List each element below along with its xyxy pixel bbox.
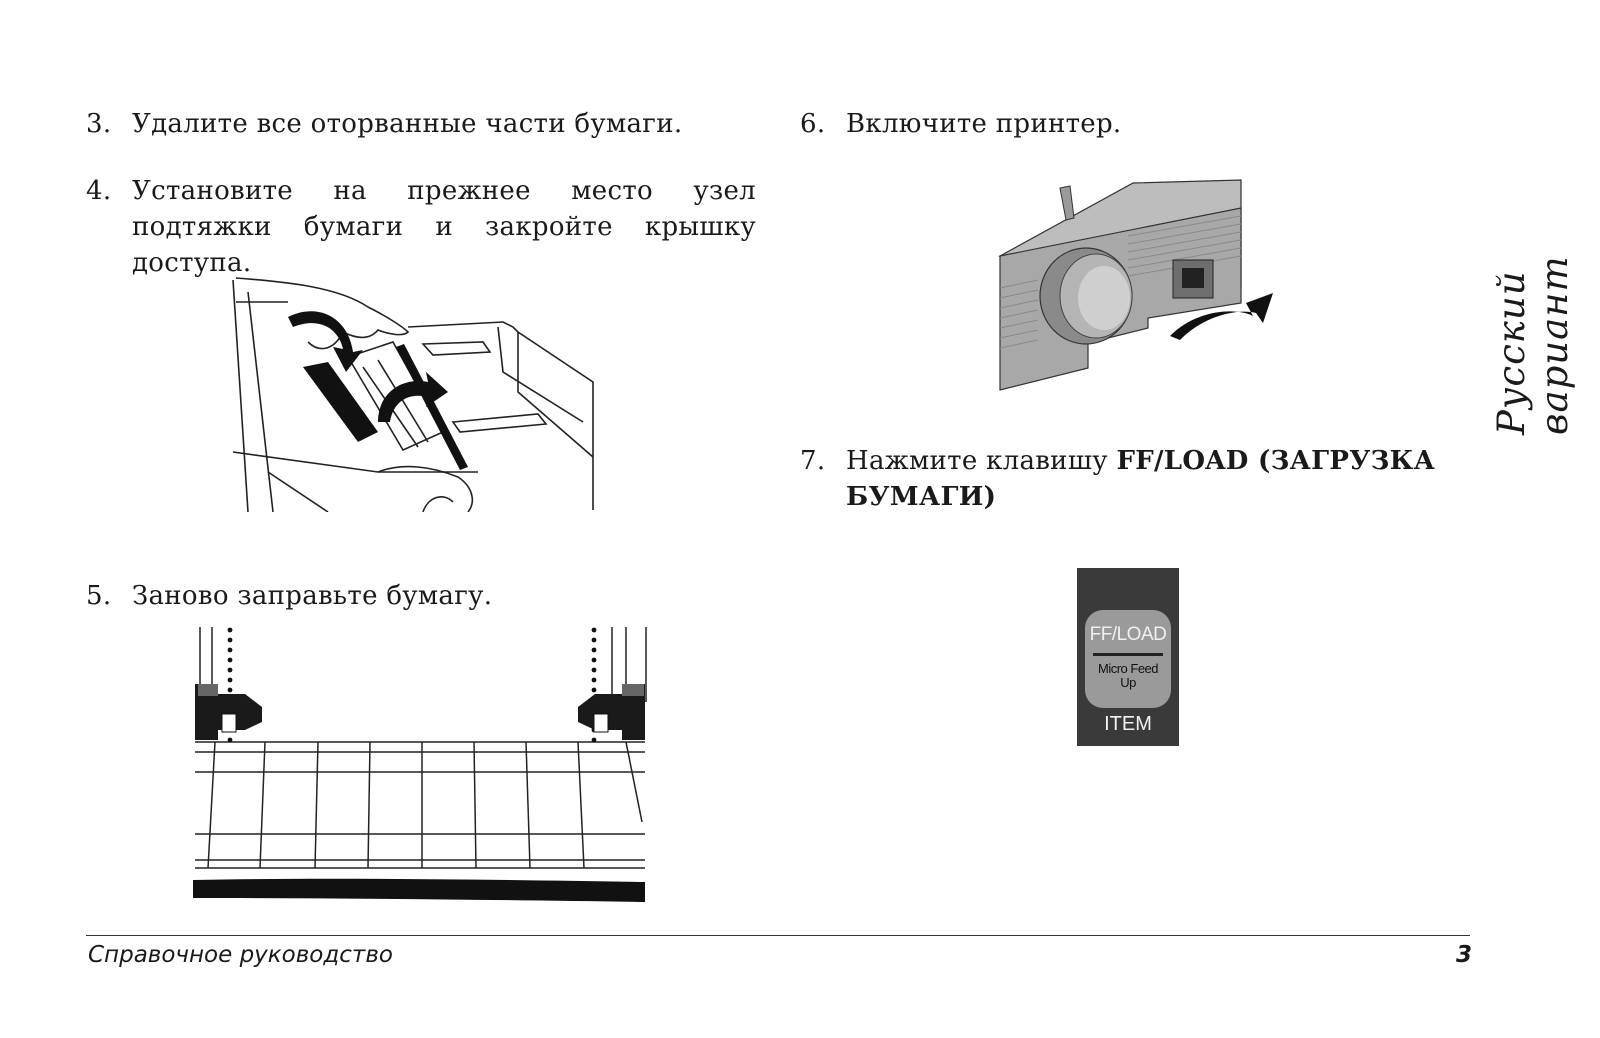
step-number: 4.	[86, 176, 112, 206]
item-label: ITEM	[1104, 713, 1152, 735]
step-number: 3.	[86, 109, 112, 139]
step-number: 6.	[800, 109, 826, 139]
step-text: Заново заправьте бумагу.	[132, 581, 493, 611]
ff-load-key-pad: FF/LOAD Micro Feed Up	[1085, 610, 1171, 708]
micro-feed-label: Micro Feed Up	[1085, 662, 1171, 690]
step-text: Установите на прежнее место узел подтяжк…	[132, 176, 756, 278]
side-language-label: Русский вариант	[1490, 255, 1576, 435]
ff-load-key: FF/LOAD Micro Feed Up ITEM	[1077, 568, 1179, 746]
ff-load-label: FF/LOAD	[1089, 624, 1167, 645]
footer-rule	[86, 935, 1470, 936]
step-text: Удалите все оторванные части бумаги.	[132, 109, 683, 139]
step-number: 5.	[86, 581, 112, 611]
footer-title: Справочное руководство	[88, 942, 393, 968]
paper-tractor-illustration	[193, 627, 647, 902]
page-number: 3	[1455, 942, 1472, 968]
step-4: 4. Установите на прежнее место узел подт…	[86, 173, 756, 281]
tension-unit-illustration	[232, 277, 594, 512]
step-3: 3. Удалите все оторванные части бумаги.	[86, 106, 756, 142]
step-text: Включите принтер.	[846, 109, 1122, 139]
power-switch-illustration	[998, 179, 1273, 391]
step-text-prefix: Нажмите клавишу	[846, 446, 1117, 476]
step-6: 6. Включите принтер.	[800, 106, 1440, 142]
step-7: 7. Нажмите клавишу FF/LOAD (ЗАГРУЗКА БУМ…	[800, 443, 1440, 515]
step-text: Нажмите клавишу FF/LOAD (ЗАГРУЗКА БУМАГИ…	[846, 443, 1440, 515]
key-name-bold: FF/LOAD (ЗАГРУЗКА БУМАГИ)	[846, 446, 1436, 512]
micro-feed-line2: Up	[1120, 675, 1136, 690]
step-number: 7.	[800, 446, 826, 476]
key-divider	[1093, 653, 1163, 656]
micro-feed-line1: Micro Feed	[1097, 661, 1159, 676]
step-5: 5. Заново заправьте бумагу.	[86, 578, 756, 614]
